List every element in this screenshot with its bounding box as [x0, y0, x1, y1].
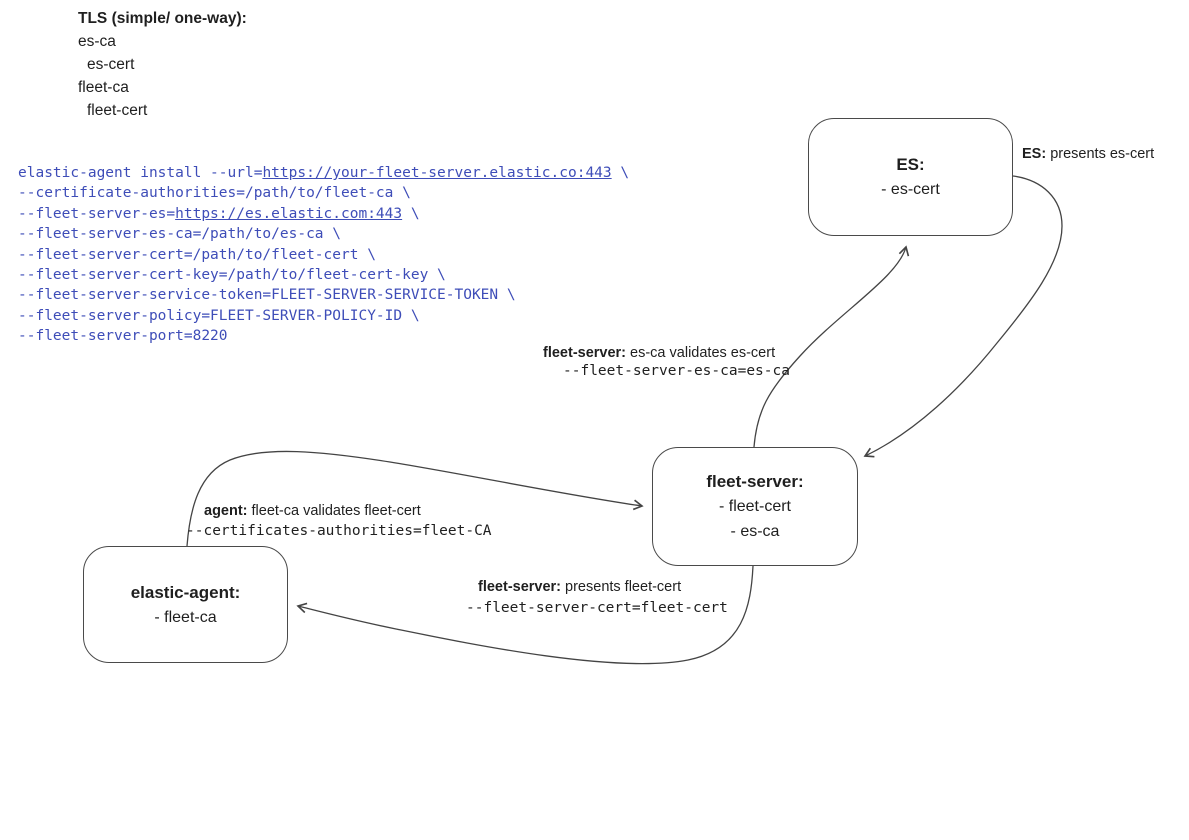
label-es-presents-es-cert: ES: presents es-cert — [1022, 145, 1154, 163]
code-text: \ — [402, 205, 420, 222]
label-fleet-validates-bold: fleet-server: — [543, 345, 627, 361]
tls-cert-list: TLS (simple/ one-way): es-ca es-cert fle… — [78, 7, 247, 122]
fleet-server-node-item-fleet-cert: - fleet-cert — [718, 498, 791, 515]
elastic-agent-node-item-fleet-ca: - fleet-ca — [154, 608, 217, 626]
code-text: --certificate-authorities=/path/to/fleet… — [18, 185, 411, 202]
tls-item-fleet-cert: fleet-cert — [87, 102, 148, 119]
label-agent-validates-flag: --certificates-authorities=fleet-CA — [186, 523, 492, 539]
code-line: --fleet-server-port=8220 — [18, 326, 629, 346]
label-fleet-validates-rest: es-ca validates es-cert — [626, 345, 776, 361]
code-text: --fleet-server-es-ca=/path/to/es-ca \ — [18, 226, 342, 243]
label-fleet-validates-es-cert: fleet-server: es-ca validates es-cert — [543, 344, 775, 362]
label-fleet-presents-fleet-cert: fleet-server: presents fleet-cert — [478, 578, 681, 596]
code-line: --fleet-server-cert-key=/path/to/fleet-c… — [18, 265, 629, 285]
code-line: --fleet-server-es-ca=/path/to/es-ca \ — [18, 224, 629, 244]
arrow-fleet-server-to-es — [753, 245, 910, 448]
fleet-server-node-title: fleet-server: — [706, 472, 804, 491]
url-link[interactable]: https://es.elastic.com:443 — [175, 205, 403, 222]
elastic-agent-node: elastic-agent: - fleet-ca — [83, 546, 288, 663]
url-link[interactable]: https://your-fleet-server.elastic.co:443 — [262, 165, 612, 181]
label-agent-validates-rest: fleet-ca validates fleet-cert — [247, 503, 421, 519]
code-text: --fleet-server-cert-key=/path/to/fleet-c… — [18, 267, 446, 284]
code-text: \ — [611, 165, 630, 181]
label-es-presents-rest: presents es-cert — [1046, 146, 1155, 162]
label-fleet-presents-rest: presents fleet-cert — [561, 579, 682, 595]
tls-item-es-cert: es-cert — [87, 56, 135, 73]
code-line: --fleet-server-cert=/path/to/fleet-cert … — [18, 245, 629, 265]
code-line: --fleet-server-service-token=FLEET-SERVE… — [18, 285, 629, 305]
es-node-item-es-cert: - es-cert — [881, 181, 940, 198]
label-fleet-validates-flag: --fleet-server-es-ca=es-ca — [563, 363, 790, 379]
code-line: --certificate-authorities=/path/to/fleet… — [18, 183, 629, 203]
arrow-agent-to-fleet-server — [186, 450, 644, 547]
code-line: elastic-agent install --url=https://your… — [18, 163, 629, 183]
es-node: ES: - es-cert — [808, 118, 1013, 236]
code-text: --fleet-server-service-token=FLEET-SERVE… — [18, 287, 516, 304]
tls-list-title: TLS (simple/ one-way): — [78, 10, 247, 27]
label-fleet-presents-bold: fleet-server: — [478, 579, 562, 595]
label-es-presents-bold: ES: — [1022, 146, 1047, 162]
code-line: --fleet-server-policy=FLEET-SERVER-POLIC… — [18, 306, 629, 326]
code-text: --fleet-server-es= — [18, 205, 176, 222]
code-text: --fleet-server-port=8220 — [18, 328, 228, 345]
elastic-agent-node-title: elastic-agent: — [130, 582, 241, 602]
arrow-fleet-server-to-agent — [296, 565, 754, 665]
fleet-server-node: fleet-server: - fleet-cert - es-ca — [652, 447, 858, 566]
tls-item-fleet-ca: fleet-ca — [78, 79, 129, 96]
label-agent-validates-bold: agent: — [204, 503, 248, 519]
tls-item-es-ca: es-ca — [78, 33, 116, 50]
arrow-es-to-fleet-server — [863, 175, 1063, 458]
code-text: elastic-agent install --url= — [18, 165, 263, 181]
code-text: --fleet-server-cert=/path/to/fleet-cert … — [18, 246, 376, 263]
es-node-title: ES: — [896, 155, 925, 174]
install-command-code: elastic-agent install --url=https://your… — [18, 163, 629, 347]
code-line: --fleet-server-es=https://es.elastic.com… — [18, 204, 629, 224]
label-fleet-presents-flag: --fleet-server-cert=fleet-cert — [466, 600, 728, 616]
label-agent-validates-fleet-cert: agent: fleet-ca validates fleet-cert — [204, 502, 421, 520]
code-text: --fleet-server-policy=FLEET-SERVER-POLIC… — [18, 307, 420, 324]
fleet-server-node-item-es-ca: - es-ca — [730, 523, 780, 540]
